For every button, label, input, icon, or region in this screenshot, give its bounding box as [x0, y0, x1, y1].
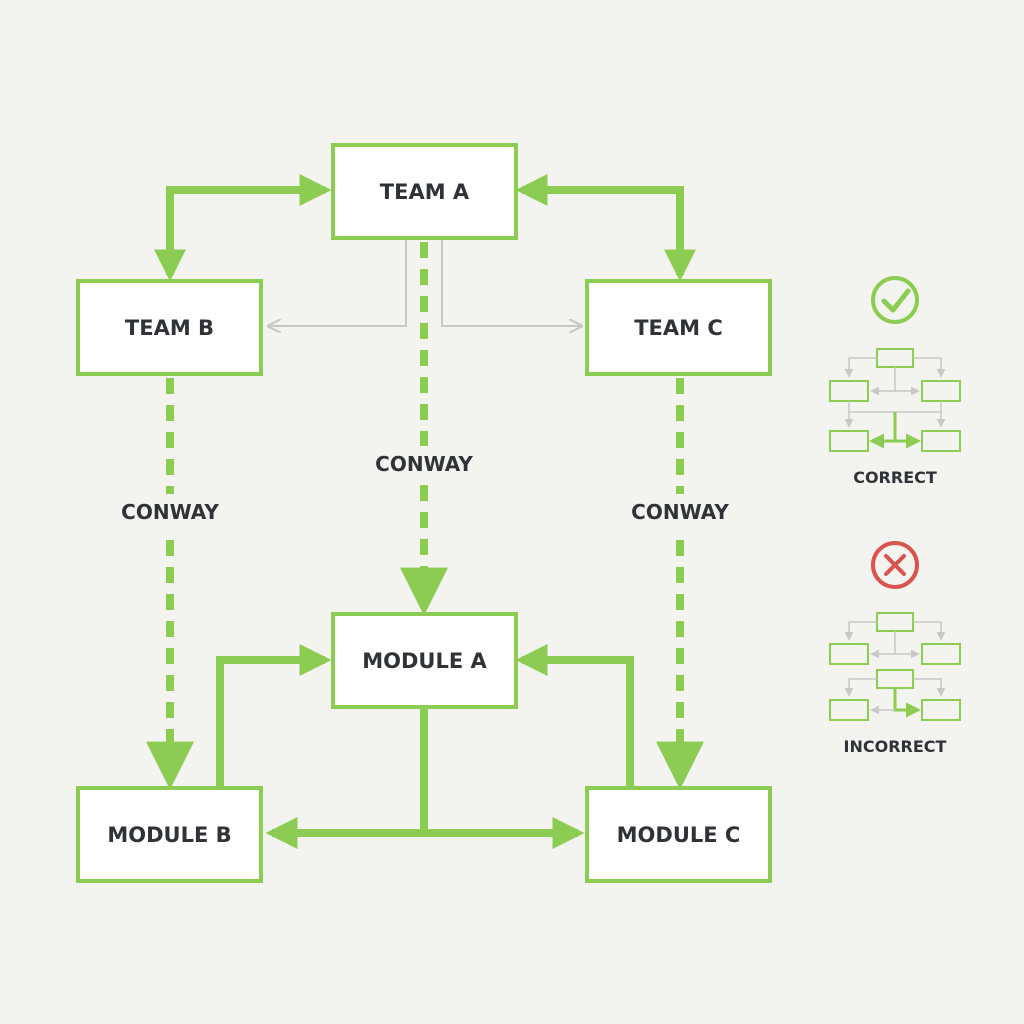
- edge-modulec-modulea: [515, 644, 634, 788]
- edge-gray-teama-teamb: [270, 240, 407, 326]
- edge-teamc-teama: [515, 174, 696, 282]
- edge-teamb-teama: [154, 174, 332, 282]
- check-circle-icon: [871, 276, 919, 324]
- node-team-c-label: TEAM C: [634, 316, 723, 340]
- edge-moduleb-modulea: [216, 644, 332, 788]
- legend-incorrect-label: INCORRECT: [844, 737, 947, 756]
- node-team-b: TEAM B: [76, 279, 263, 376]
- node-team-a: TEAM A: [331, 143, 518, 240]
- edge-gray-teama-teamc: [441, 240, 580, 326]
- node-module-b-label: MODULE B: [107, 823, 231, 847]
- conway-label-right: CONWAY: [631, 500, 729, 524]
- node-module-b: MODULE B: [76, 786, 263, 883]
- node-module-a: MODULE A: [331, 612, 518, 709]
- legend-correct: CORRECT: [829, 276, 961, 487]
- x-circle-icon: [871, 541, 919, 589]
- node-module-c: MODULE C: [585, 786, 772, 883]
- conway-label-left: CONWAY: [121, 500, 219, 524]
- node-module-c-label: MODULE C: [617, 823, 741, 847]
- node-team-a-label: TEAM A: [380, 180, 470, 204]
- node-team-c: TEAM C: [585, 279, 772, 376]
- mini-diagram-correct: [829, 348, 961, 452]
- mini-diagram-incorrect: [829, 612, 961, 721]
- conway-label-center: CONWAY: [375, 452, 473, 476]
- legend-correct-label: CORRECT: [853, 468, 937, 487]
- node-module-a-label: MODULE A: [362, 649, 487, 673]
- node-team-b-label: TEAM B: [125, 316, 214, 340]
- legend-incorrect: INCORRECT: [829, 541, 961, 756]
